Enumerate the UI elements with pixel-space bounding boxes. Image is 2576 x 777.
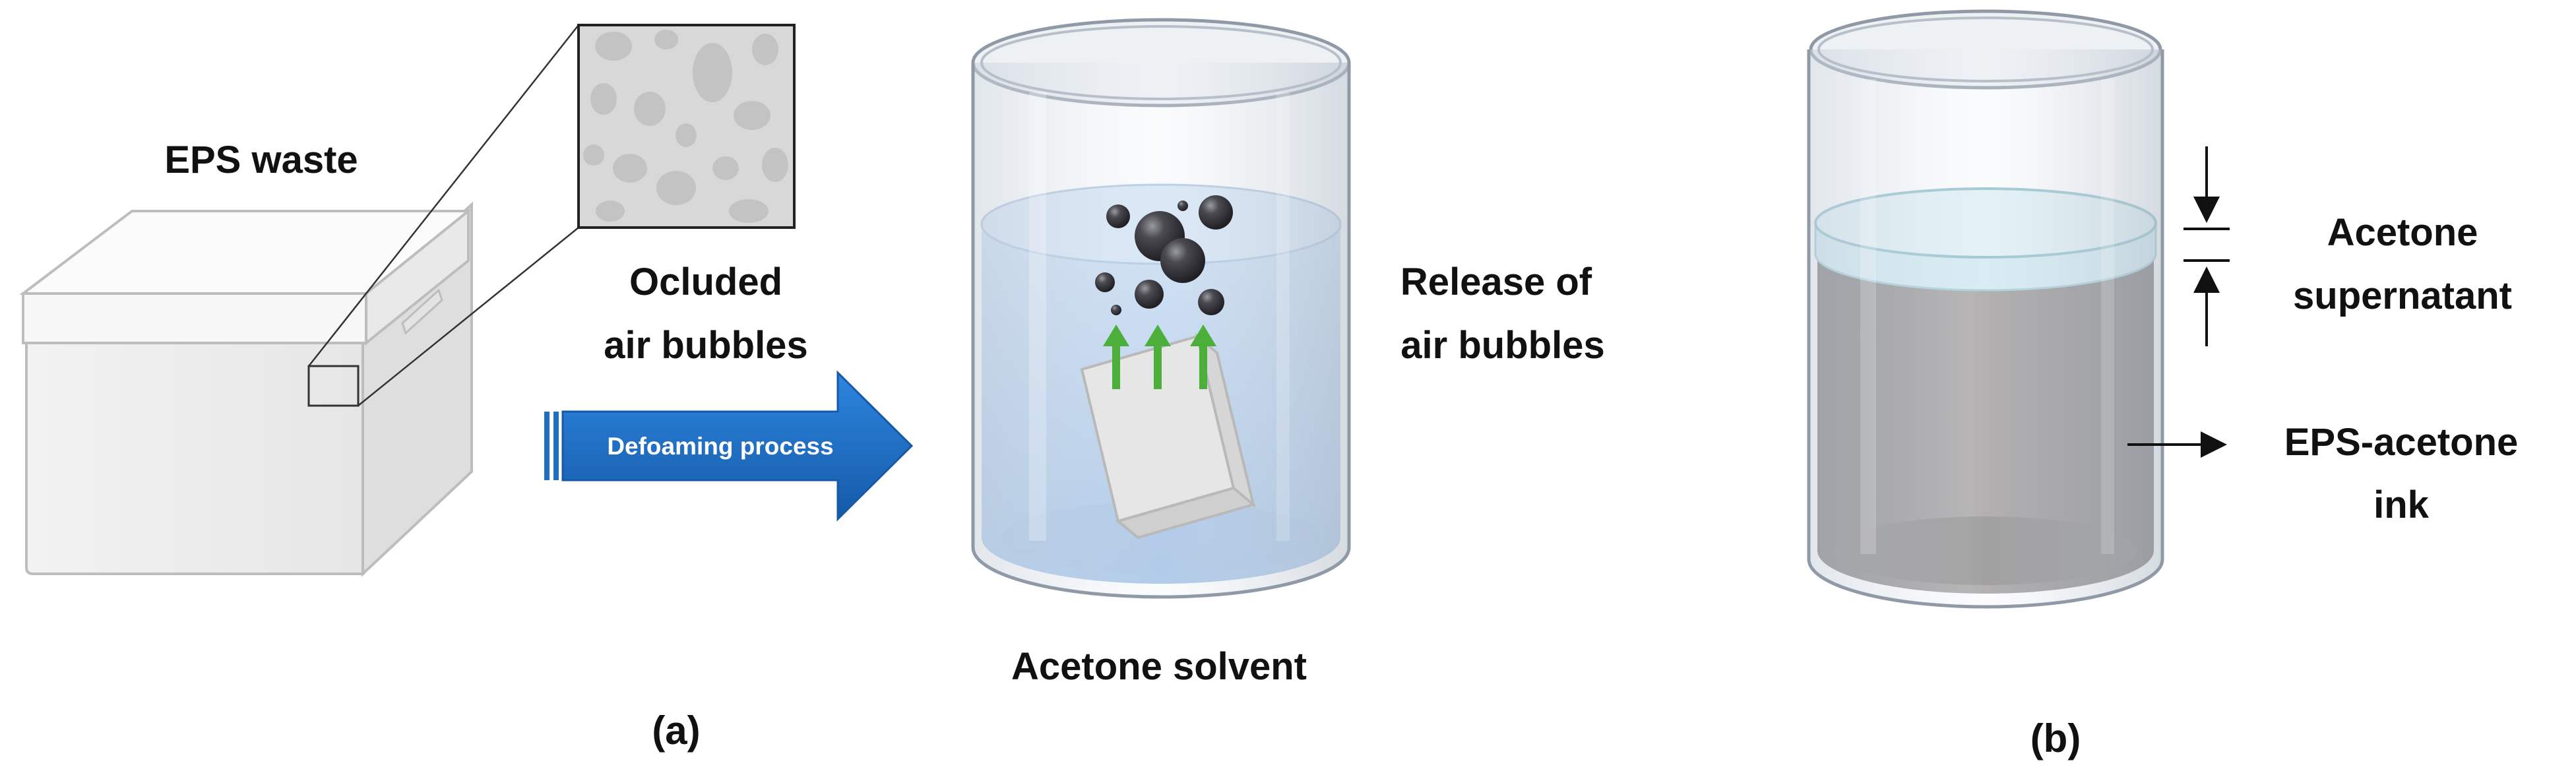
bubble-icon: [1178, 201, 1188, 211]
up-arrow-icon: [1103, 325, 1129, 389]
acetone-beaker: [971, 18, 1351, 599]
ocluded-label-line1: Ocluded: [629, 261, 782, 303]
defoaming-arrow: Defoaming process: [544, 370, 914, 522]
release-label-line1: Release of: [1400, 261, 1592, 303]
ink-label-line2: ink: [2373, 483, 2430, 526]
bubble-icon: [1095, 272, 1115, 292]
zoom-line-top: [308, 24, 579, 367]
panel-a-tag: (a): [652, 708, 700, 753]
panel-b: Acetone supernatant EPS-acetone ink (b): [1807, 9, 2519, 761]
release-label-line2: air bubbles: [1400, 324, 1604, 367]
release-arrows: [1103, 325, 1216, 389]
acetone-solvent-label: Acetone solvent: [1011, 645, 1307, 688]
bubble-icon: [1106, 204, 1130, 228]
ocluded-label-line2: air bubbles: [604, 324, 807, 367]
ink-beaker: [1807, 9, 2164, 609]
bubble-icon: [1199, 195, 1233, 230]
panel-b-tag: (b): [2030, 716, 2081, 761]
air-bubbles: [1095, 195, 1233, 315]
bubble-icon: [1160, 238, 1205, 283]
bubble-icon: [1135, 280, 1164, 309]
eps-waste-label: EPS waste: [164, 139, 358, 181]
supernatant-dimension: [2183, 146, 2230, 346]
air-bubble-inset: [577, 24, 796, 229]
eps-waste-box-icon: [19, 201, 473, 577]
supernatant-label-line1: Acetone: [2327, 211, 2478, 254]
eps-block-icon: [1080, 332, 1257, 540]
zoom-line-bottom: [358, 227, 579, 406]
up-arrow-icon: [1145, 325, 1171, 389]
defoaming-label: Defoaming process: [607, 433, 833, 460]
panel-a: EPS waste Ocluded air bubbles Defoaming …: [19, 18, 1605, 753]
up-arrow-icon: [1190, 325, 1216, 389]
bubble-icon: [1198, 289, 1224, 315]
ink-label-line1: EPS-acetone: [2284, 421, 2519, 464]
supernatant-label-line2: supernatant: [2293, 274, 2512, 317]
bubble-icon: [1111, 305, 1121, 315]
